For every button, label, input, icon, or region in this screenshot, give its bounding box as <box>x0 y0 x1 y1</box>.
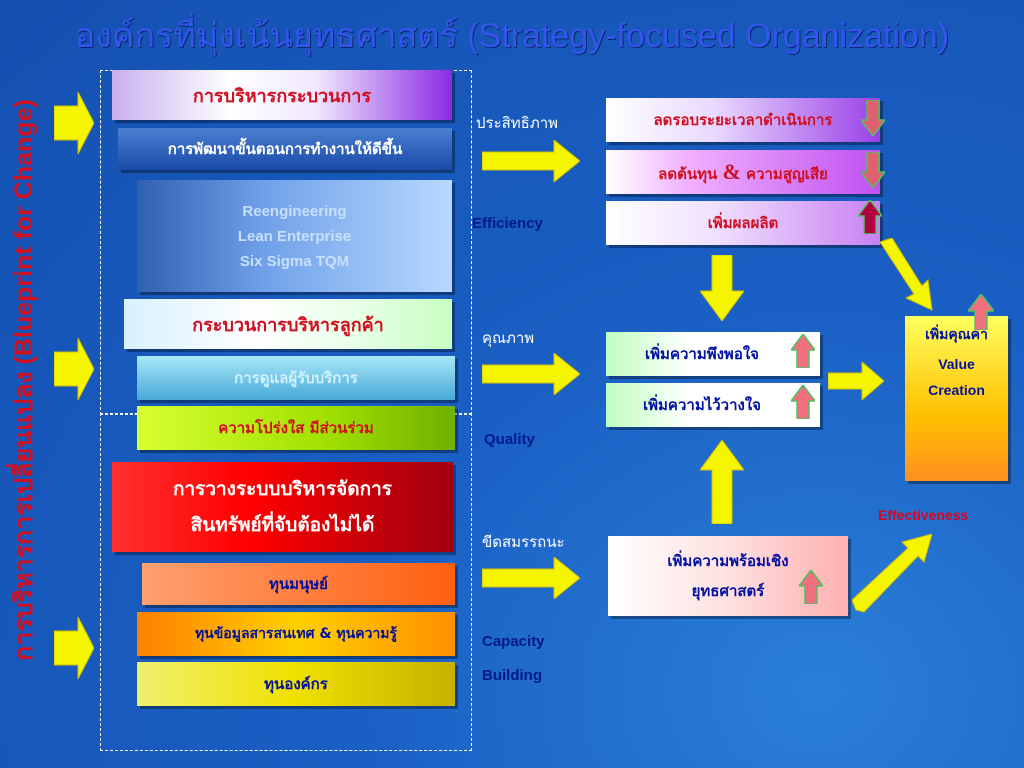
customer-process-box: กระบวนการบริหารลูกค้า <box>124 299 452 349</box>
up-arrow-icon <box>858 200 882 234</box>
middle-arrow-3 <box>482 557 580 599</box>
page-title: องค์กรที่มุ่งเน้นยุทธศาสตร์ (Strategy-fo… <box>74 17 950 55</box>
value-line-3: Creation <box>928 382 985 398</box>
down-arrow-icon <box>861 100 885 136</box>
increase-output-text: เพิ่มผลผลิต <box>707 214 779 232</box>
info-capital-text: ทุนข้อมูลสารสนเทศ & ทุนความรู้ <box>194 626 398 642</box>
reduce-time-box: ลดรอบระยะเวลาดำเนินการ <box>606 98 880 142</box>
intangible-line-1: การวางระบบบริหารจัดการ <box>172 478 393 500</box>
capacity-en-label-2: Building <box>482 667 542 684</box>
process-improve-box: การพัฒนาขั้นตอนการทำงานให้ดีขึ้น <box>118 128 452 170</box>
reduce-cost-part-2: ความสูญเสีย <box>746 164 828 183</box>
reduce-cost-part-1: ลดต้นทุน <box>658 164 718 183</box>
human-capital-box: ทุนมนุษย์ <box>142 563 455 605</box>
up-arrow-middle <box>700 440 744 524</box>
left-arrow-1 <box>54 92 94 154</box>
quality-en-label: Quality <box>484 431 535 448</box>
increase-trust-box: เพิ่มความไว้วางใจ <box>606 383 820 427</box>
methods-box: Reengineering Lean Enterprise Six Sigma … <box>137 180 452 292</box>
transparency-text: ความโปร่งใส มีส่วนร่วม <box>218 419 374 437</box>
up-arrow-icon <box>968 294 994 330</box>
method-reengineering: Reengineering <box>242 202 347 220</box>
increase-satisfaction-text: เพิ่มความพึงพอใจ <box>645 345 759 363</box>
transparency-box: ความโปร่งใส มีส่วนร่วม <box>137 406 455 450</box>
up-arrow-icon <box>791 334 815 368</box>
capacity-th-label: ขีดสมรรถนะ <box>482 533 565 551</box>
side-title: การบริหารการเปลี่ยนแปลง (Blueprint for C… <box>10 99 38 661</box>
value-line-1: เพิ่มคุณค่า <box>925 327 988 343</box>
value-creation-box: เพิ่มคุณค่า Value Creation <box>905 316 1008 481</box>
capacity-en-label-1: Capacity <box>482 633 545 650</box>
left-arrow-2 <box>54 338 94 400</box>
intangible-box: การวางระบบบริหารจัดการ สินทรัพย์ที่จับต้… <box>112 462 453 552</box>
customer-process-text: กระบวนการบริหารลูกค้า <box>192 314 384 336</box>
process-improve-text: การพัฒนาขั้นตอนการทำงานให้ดีขึ้น <box>167 140 403 158</box>
middle-arrow-1 <box>482 140 580 182</box>
efficiency-en-label: Efficiency <box>472 215 543 232</box>
intangible-line-2: สินทรัพย์ที่จับต้องไม่ได้ <box>190 514 375 536</box>
right-arrow-value <box>828 362 884 400</box>
reduce-cost-amp: & <box>722 158 741 184</box>
down-arrow-icon <box>861 152 885 188</box>
left-arrow-3 <box>54 617 94 679</box>
readiness-line-1: เพิ่มความพร้อมเชิง <box>667 552 789 570</box>
increase-output-box: เพิ่มผลผลิต <box>606 201 880 245</box>
org-capital-box: ทุนองค์กร <box>137 662 455 706</box>
up-arrow-icon <box>799 570 823 604</box>
reduce-cost-text: ลดต้นทุน & ความสูญเสีย <box>658 159 828 186</box>
up-arrow-icon <box>791 385 815 419</box>
customer-care-text: การดูแลผู้รับบริการ <box>234 369 358 387</box>
method-lean: Lean Enterprise <box>237 227 352 245</box>
reduce-cost-box: ลดต้นทุน & ความสูญเสีย <box>606 150 880 194</box>
info-capital-box: ทุนข้อมูลสารสนเทศ & ทุนความรู้ <box>137 612 455 656</box>
diagonal-arrow-up <box>852 533 932 613</box>
customer-care-box: การดูแลผู้รับบริการ <box>137 356 455 400</box>
human-capital-text: ทุนมนุษย์ <box>269 575 328 593</box>
reduce-time-text: ลดรอบระยะเวลาดำเนินการ <box>653 111 833 129</box>
method-sixsigma: Six Sigma TQM <box>239 252 350 270</box>
process-header-text: การบริหารกระบวนการ <box>192 85 372 107</box>
efficiency-th-label: ประสิทธิภาพ <box>476 114 559 132</box>
process-header-box: การบริหารกระบวนการ <box>112 70 452 120</box>
increase-satisfaction-box: เพิ่มความพึงพอใจ <box>606 332 820 376</box>
effectiveness-label: Effectiveness <box>878 507 969 523</box>
org-capital-text: ทุนองค์กร <box>264 675 328 693</box>
increase-trust-text: เพิ่มความไว้วางใจ <box>643 396 761 414</box>
middle-arrow-2 <box>482 353 580 395</box>
quality-th-label: คุณภาพ <box>482 329 535 347</box>
readiness-line-2: ยุทธศาสตร์ <box>691 582 765 600</box>
down-arrow-middle <box>700 255 744 321</box>
diagonal-arrow-down <box>879 238 933 311</box>
value-line-2: Value <box>938 356 975 372</box>
